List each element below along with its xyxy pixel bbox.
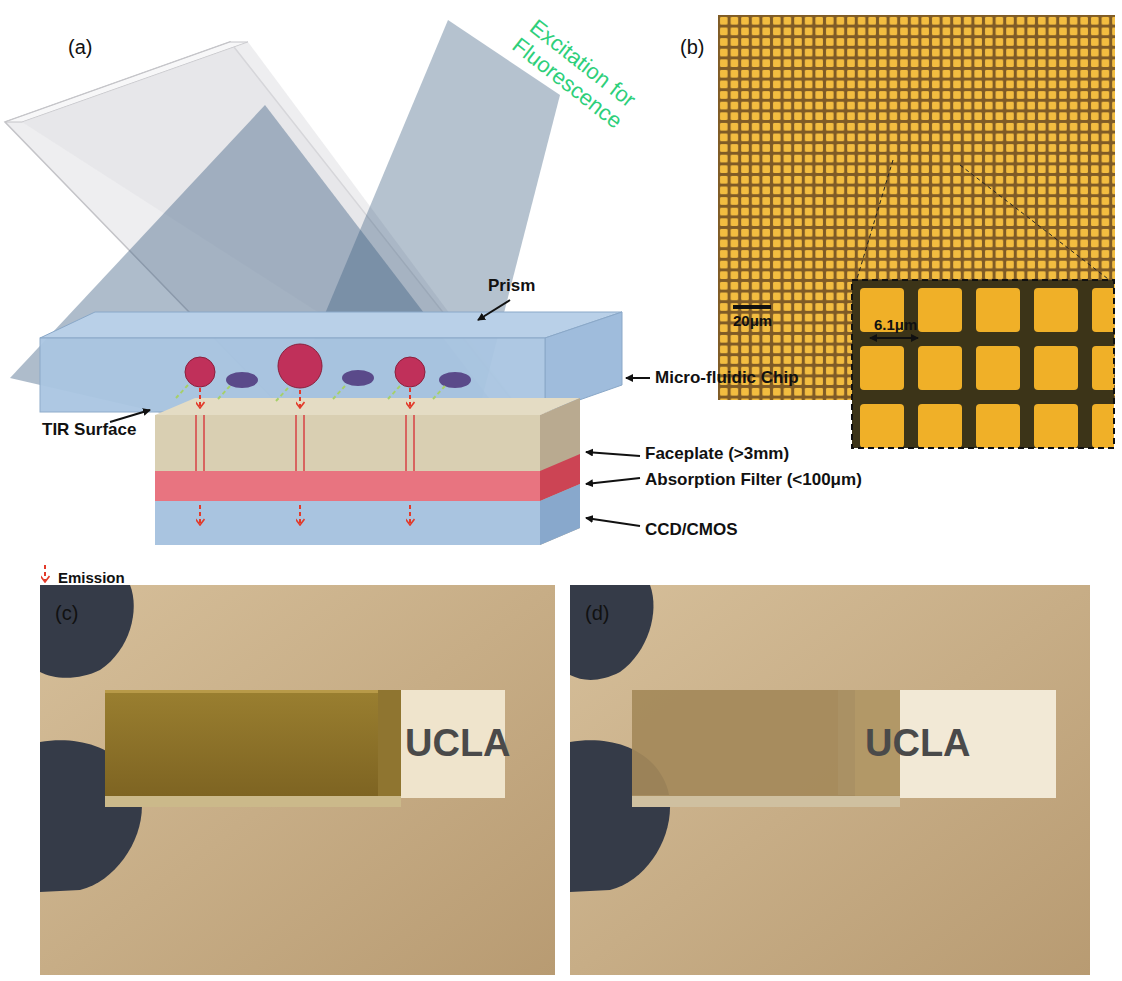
panel-letter: (d) (585, 602, 609, 625)
cells (185, 344, 471, 388)
emission-arrows (45, 388, 410, 582)
legend-label: Emission (58, 569, 125, 586)
part-label: Absorption Filter (<100μm) (645, 470, 862, 490)
part-label: Micro-fluidic Chip (655, 368, 799, 388)
panel-letter: (c) (55, 602, 78, 625)
part-label: Faceplate (>3mm) (645, 444, 789, 464)
panel-letter: (a) (68, 36, 92, 59)
microfluidic-chip (40, 312, 622, 412)
scale-bar-label: 20μm (733, 312, 772, 329)
excitation-beam (10, 20, 560, 445)
part-label: Prism (488, 276, 535, 296)
card-text: UCLA (405, 722, 511, 766)
card-text: UCLA (865, 722, 971, 766)
leader-arrows (110, 300, 650, 526)
sensor-stack (155, 398, 580, 545)
dimension-label: 6.1μm (874, 316, 917, 333)
part-label: CCD/CMOS (645, 520, 738, 540)
photo-d (570, 585, 1090, 975)
panel-letter: (b) (680, 36, 704, 59)
part-label: TIR Surface (42, 420, 136, 440)
scatter-arrows (176, 385, 445, 401)
fiber-channels (196, 415, 414, 471)
photo-c (40, 585, 555, 975)
